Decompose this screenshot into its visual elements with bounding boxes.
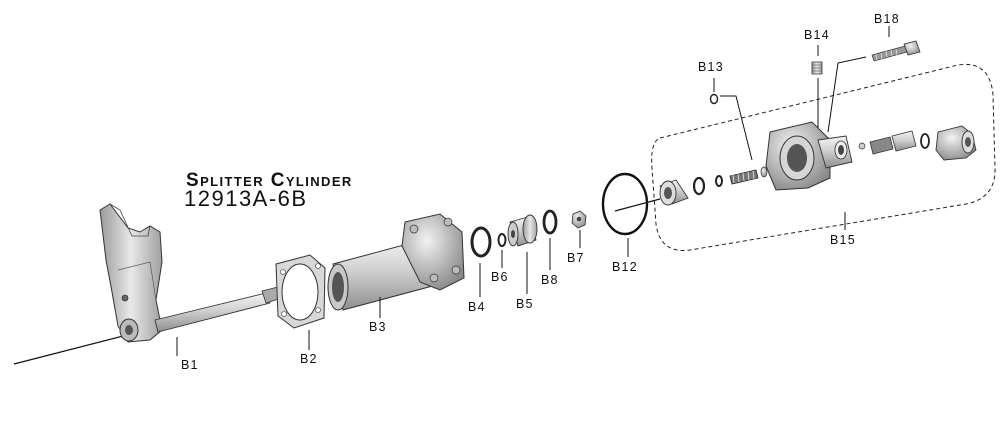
callout-b4: B4 — [468, 300, 486, 314]
callout-b5: B5 — [516, 297, 534, 311]
nut-part — [571, 210, 587, 229]
fitting-b14-part — [811, 61, 823, 75]
piston-part — [507, 214, 538, 247]
axis-line — [13, 198, 661, 365]
callout-b12: B12 — [612, 260, 638, 274]
leader-lines — [176, 26, 890, 356]
callout-b18: B18 — [874, 12, 900, 26]
right-fitting-parts — [858, 125, 977, 161]
gasket-part — [275, 254, 326, 329]
o-ring-b8-part — [542, 209, 558, 235]
callout-b2: B2 — [300, 352, 318, 366]
part-number: 12913A-6B — [184, 186, 308, 211]
diagram-title: Splitter Cylinder — [186, 170, 353, 191]
valve-spool-parts — [659, 166, 768, 206]
o-ring-b12-part — [601, 172, 649, 236]
callout-labels: B1 B2 B3 B4 B6 B5 B8 B7 B12 B13 B14 B18 … — [181, 12, 900, 372]
assembly-b15-outline — [651, 63, 996, 251]
callout-b6: B6 — [491, 270, 509, 284]
callout-b15: B15 — [830, 233, 856, 247]
callout-b14: B14 — [804, 28, 830, 42]
bolt-b18-part — [871, 40, 921, 62]
o-ring-b13-part — [709, 93, 719, 105]
callout-b1: B1 — [181, 358, 199, 372]
callout-b3: B3 — [369, 320, 387, 334]
valve-housing-part — [765, 121, 853, 191]
callout-b8: B8 — [541, 273, 559, 287]
callout-b13: B13 — [698, 60, 724, 74]
callout-b7: B7 — [567, 251, 585, 265]
cylinder-part — [327, 213, 465, 311]
shift-fork-part — [99, 203, 283, 343]
o-ring-b6-part — [497, 233, 507, 247]
o-ring-b4-part — [470, 226, 492, 258]
